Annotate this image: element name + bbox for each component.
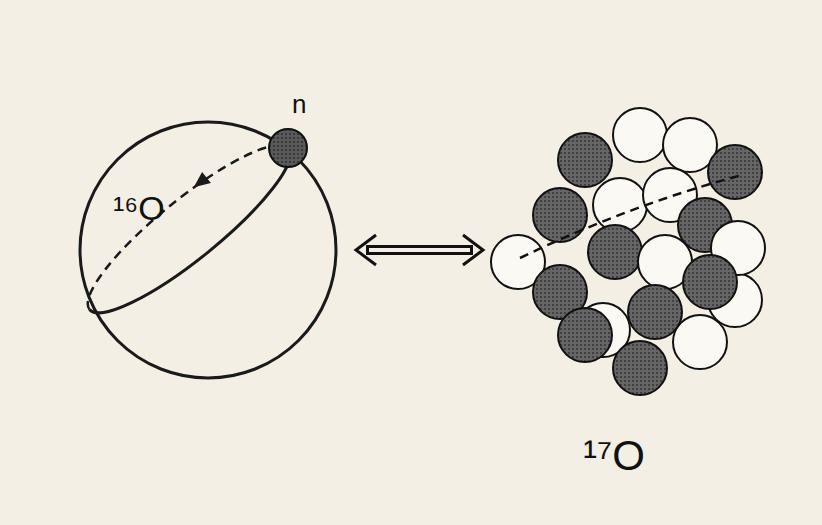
neutron-ball bbox=[558, 308, 612, 362]
sphere-outline bbox=[80, 122, 336, 378]
cluster-shape bbox=[495, 95, 775, 410]
orbit bbox=[67, 120, 307, 332]
nucleon-cluster: ¹⁷O bbox=[495, 95, 775, 410]
proton-ball bbox=[613, 108, 667, 162]
orbit-arrowhead bbox=[190, 172, 211, 193]
neutron-circle bbox=[269, 129, 307, 167]
orbit-front bbox=[90, 148, 308, 332]
neutron-ball: n bbox=[268, 128, 308, 168]
proton-ball bbox=[673, 315, 727, 369]
nucleus-sphere: ¹⁶O n bbox=[78, 120, 338, 380]
neutron-ball bbox=[613, 341, 667, 395]
neutron-ball bbox=[533, 188, 587, 242]
neutron-ball bbox=[558, 133, 612, 187]
nucleus-label: ¹⁶O bbox=[113, 190, 165, 227]
orbit-trace bbox=[520, 175, 742, 258]
nucleus-label: n bbox=[292, 90, 306, 119]
neutron-ball bbox=[588, 225, 642, 279]
neutron-ball bbox=[708, 145, 762, 199]
nucleus-label: ¹⁷O bbox=[583, 433, 645, 479]
neutron-ball bbox=[628, 285, 682, 339]
double-arrow bbox=[356, 235, 483, 265]
neutron-shape bbox=[268, 128, 308, 168]
neutron-ball bbox=[683, 255, 737, 309]
orbit-back bbox=[71, 125, 289, 309]
proton-ball bbox=[593, 178, 647, 232]
